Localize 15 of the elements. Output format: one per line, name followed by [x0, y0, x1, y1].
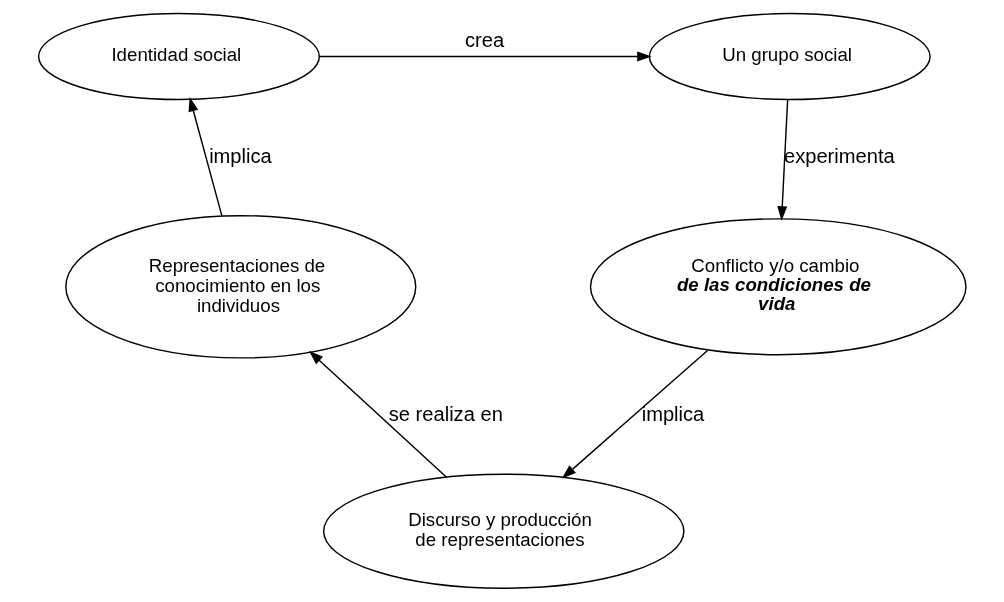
edge-label: implica: [641, 403, 704, 426]
node-ellipse: Identidad social: [37, 12, 320, 101]
arrow: [776, 99, 788, 221]
node-ellipse: Conflicto y/o cambio de las condiciones de vida: [589, 218, 967, 356]
arrow: [308, 350, 447, 478]
edge-label: experimenta: [783, 144, 895, 167]
node-ellipse: Un grupo social: [648, 12, 931, 101]
edge-label: se realiza en: [388, 403, 503, 426]
arrow: [188, 97, 223, 217]
arrow: [318, 51, 652, 62]
edge-label: crea: [464, 28, 504, 51]
node-ellipse: Representaciones de conocimiento en los individuos: [64, 214, 416, 359]
arrow: [561, 349, 708, 479]
edge-label: implica: [208, 144, 272, 167]
node-ellipse: Discurso y producción de representaciones: [322, 473, 685, 589]
